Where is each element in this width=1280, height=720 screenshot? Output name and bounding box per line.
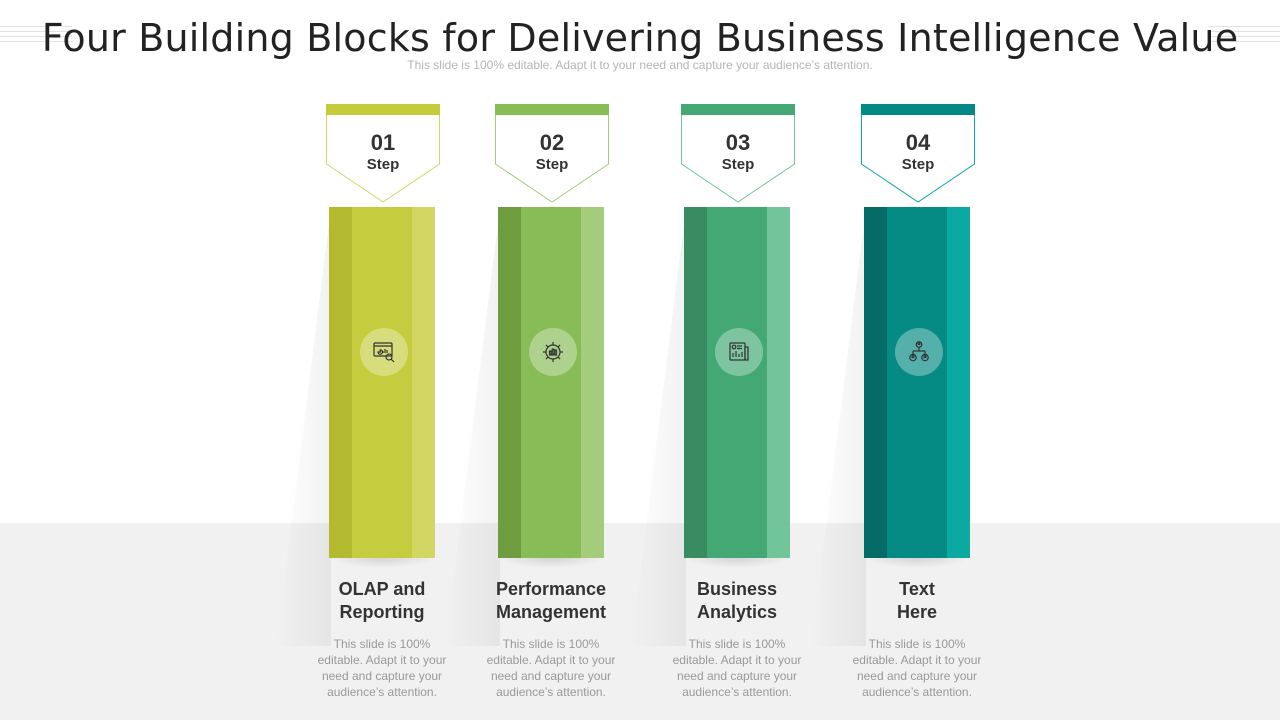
pillar-mid-face: [521, 207, 581, 558]
analytics-report-icon: [729, 342, 749, 361]
step-number: 03: [725, 130, 751, 155]
step-block-4: 04 Step Text Here This slide is: [811, 104, 1061, 704]
step-tag-outline: [681, 115, 795, 203]
step-heading: Text Here: [831, 578, 1003, 624]
step-description-line: This slide is 100%: [333, 637, 431, 651]
step-tag-outline: [326, 115, 440, 203]
slide-title: Four Building Blocks for Delivering Busi…: [41, 16, 1239, 60]
step-description-line: audience’s attention.: [496, 685, 606, 699]
step-tag-shape: [861, 104, 975, 203]
step-tag-outline: [861, 115, 975, 203]
pillar: [864, 207, 970, 568]
step-description: This slide is 100% editable. Adapt it to…: [651, 636, 823, 700]
step-label: Step: [366, 156, 400, 173]
step-label: Step: [901, 156, 935, 173]
step-number: 01: [370, 130, 396, 155]
icon-circle: [715, 328, 763, 376]
pillar-dark-face: [498, 207, 521, 558]
pillar-light-face: [947, 207, 970, 558]
pillar-shadow-foot: [329, 558, 435, 568]
pillar-dark-face: [864, 207, 887, 558]
pillar-mid-face: [352, 207, 412, 558]
icon-circle: [895, 328, 943, 376]
step-heading: Business Analytics: [651, 578, 823, 624]
step-description-line: editable. Adapt it to your: [486, 653, 616, 667]
step-heading-line: Analytics: [696, 602, 778, 622]
step-description-line: editable. Adapt it to your: [852, 653, 982, 667]
step-description-line: need and capture your: [490, 669, 612, 683]
decorative-lines-left: [0, 26, 72, 46]
pillar-mid-face: [707, 207, 767, 558]
step-label: Step: [721, 156, 755, 173]
pillar-light-face: [412, 207, 435, 558]
step-heading-line: Text: [899, 579, 935, 599]
org-hierarchy-icon: [909, 341, 929, 362]
step-description-line: audience’s attention.: [327, 685, 437, 699]
step-description-line: need and capture your: [676, 669, 798, 683]
pillar-dark-face: [329, 207, 352, 558]
step-tab-bar: [681, 104, 795, 115]
step-description-line: editable. Adapt it to your: [317, 653, 447, 667]
step-tag: 01 Step: [326, 104, 440, 204]
step-tag-shape: [681, 104, 795, 203]
step-tab-bar: [495, 104, 609, 115]
step-heading-line: Business: [696, 579, 778, 599]
step-heading-line: Reporting: [339, 602, 425, 622]
step-heading: OLAP and Reporting: [296, 578, 468, 624]
slide-subtitle: This slide is 100% editable. Adapt it to…: [407, 58, 873, 72]
step-tag: 02 Step: [495, 104, 609, 204]
step-tag: 04 Step: [861, 104, 975, 204]
step-heading: Performance Management: [465, 578, 637, 624]
step-description-line: need and capture your: [321, 669, 443, 683]
step-tag-outline: [495, 115, 609, 203]
pillar: [684, 207, 790, 568]
gear-chart-icon: [543, 342, 563, 362]
step-description: This slide is 100% editable. Adapt it to…: [296, 636, 468, 700]
pillar-light-face: [767, 207, 790, 558]
step-description-line: This slide is 100%: [688, 637, 786, 651]
pillar: [329, 207, 435, 568]
step-description-line: This slide is 100%: [502, 637, 600, 651]
step-description: This slide is 100% editable. Adapt it to…: [831, 636, 1003, 700]
pillar: [498, 207, 604, 568]
pillar-dark-face: [684, 207, 707, 558]
step-heading-line: Here: [896, 602, 938, 622]
step-heading-line: Management: [495, 602, 607, 622]
pillar-light-face: [581, 207, 604, 558]
step-description-line: audience’s attention.: [862, 685, 972, 699]
step-tab-bar: [326, 104, 440, 115]
step-tag-shape: [495, 104, 609, 203]
icon-circle: [360, 328, 408, 376]
step-block-1: 01 Step OLAP and Reporting This slide is…: [276, 104, 526, 704]
step-description-line: editable. Adapt it to your: [672, 653, 802, 667]
pillar-shadow-foot: [498, 558, 604, 568]
floor-band: [0, 523, 1280, 720]
step-tab-bar: [861, 104, 975, 115]
pillar-shadow-foot: [684, 558, 790, 568]
step-description-line: This slide is 100%: [868, 637, 966, 651]
step-description: This slide is 100% editable. Adapt it to…: [465, 636, 637, 700]
icon-circle: [529, 328, 577, 376]
step-description-line: audience’s attention.: [682, 685, 792, 699]
dashboard-report-icon: [373, 342, 395, 363]
step-description-line: need and capture your: [856, 669, 978, 683]
step-number: 02: [539, 130, 565, 155]
decorative-lines-right: [1208, 26, 1280, 46]
step-tag: 03 Step: [681, 104, 795, 204]
step-number: 04: [905, 130, 931, 155]
step-tag-shape: [326, 104, 440, 203]
pillar-shadow-foot: [864, 558, 970, 568]
step-heading-line: Performance: [495, 579, 607, 599]
pillar-mid-face: [887, 207, 947, 558]
step-label: Step: [535, 156, 569, 173]
step-heading-line: OLAP and: [338, 579, 426, 599]
